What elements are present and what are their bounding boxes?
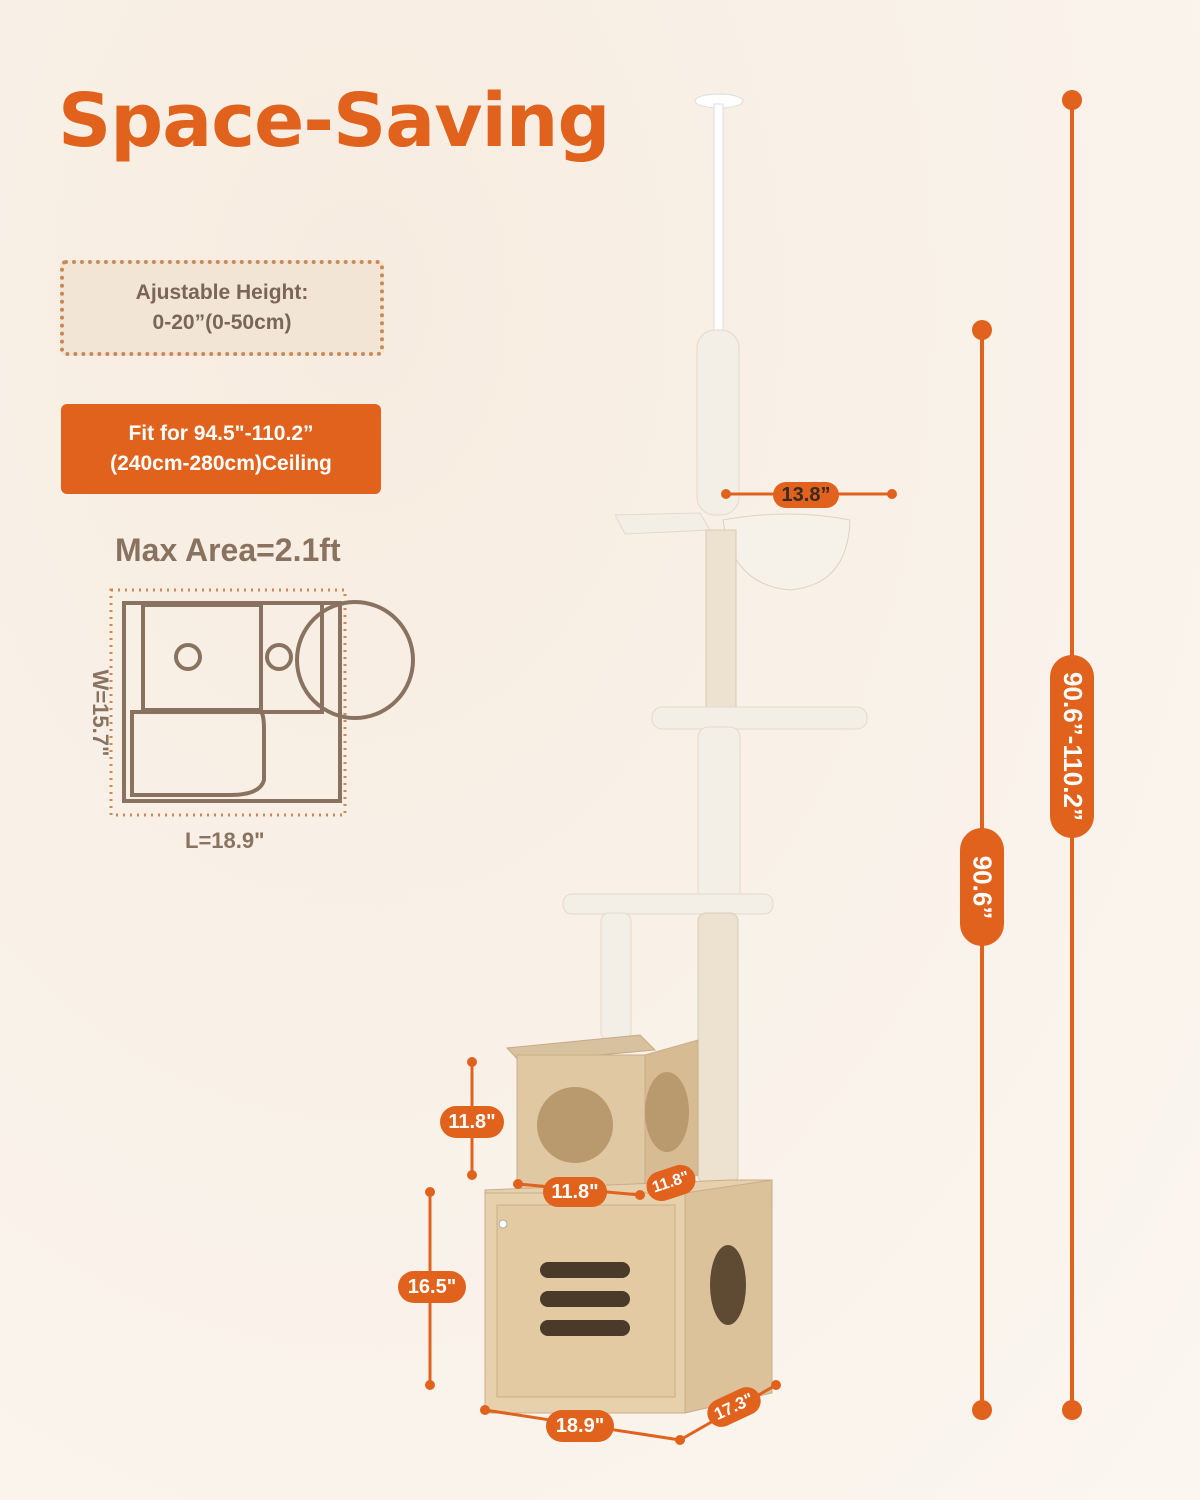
cabinet-height-top-dot: [425, 1187, 435, 1197]
condo-side-hole: [645, 1072, 689, 1152]
total-height-bottom-dot: [1062, 1400, 1082, 1420]
lower-platform: [562, 893, 774, 915]
total-height-label: 90.6”-110.2”: [1057, 672, 1088, 821]
area-length-label: L=18.9": [185, 828, 265, 853]
condo-width-left-dot: [513, 1179, 523, 1189]
adjustable-height-line2: 0-20”(0-50cm): [152, 311, 292, 334]
cabinet-length-left-dot: [480, 1405, 490, 1415]
adjustable-height-line1: Ajustable Height:: [135, 281, 309, 304]
cabinet-depth-top-dot: [771, 1380, 781, 1390]
top-post: [696, 329, 740, 516]
platform-left-dot: [721, 489, 731, 499]
condo-width-pill: 11.8": [543, 1177, 607, 1207]
max-area-title: Max Area=2.1ft: [115, 532, 341, 568]
top-platform: [614, 512, 711, 535]
condo-height-label: 11.8": [448, 1110, 496, 1133]
condo-depth-label: 11.8": [650, 1168, 692, 1197]
vent-slot-2: [540, 1291, 630, 1307]
condo-front-hole: [537, 1087, 613, 1163]
tension-rod: [713, 103, 724, 335]
cabinet-height-bottom-dot: [425, 1380, 435, 1390]
base-height-top-dot: [972, 320, 992, 340]
area-basket-circle: [295, 600, 415, 720]
platform-width-pill: 13.8”: [773, 482, 839, 508]
plush-post-left: [600, 912, 632, 1041]
cabinet-height-label: 16.5": [407, 1275, 457, 1298]
condo-height-bottom-dot: [467, 1170, 477, 1180]
vent-slot-3: [540, 1320, 630, 1336]
area-base-outline: [122, 601, 342, 803]
sisal-post-lower: [697, 912, 739, 1184]
total-height-top-dot: [1062, 90, 1082, 110]
area-dotted-outline: [109, 588, 347, 817]
vent-slot-1: [540, 1262, 630, 1278]
condo-width-label: 11.8": [551, 1180, 599, 1203]
plush-post: [697, 726, 741, 906]
base-height-bottom-dot: [972, 1400, 992, 1420]
condo-width-right-dot: [635, 1190, 645, 1200]
platform-right-dot: [887, 489, 897, 499]
adjustable-height-box: Ajustable Height: 0-20”(0-50cm): [60, 260, 384, 356]
total-height-pill: 90.6”-110.2”: [1050, 655, 1094, 838]
area-post-circle-2: [265, 643, 293, 671]
base-height-label: 90.6”: [967, 855, 998, 919]
page-title: Space-Saving: [58, 78, 610, 164]
cabinet-length-label: 18.9": [555, 1414, 605, 1437]
door-knob: [498, 1219, 508, 1229]
cabinet-length-pill: 18.9": [546, 1410, 614, 1442]
base-height-pill: 90.6”: [960, 828, 1004, 946]
ceiling-fit-line2: (240cm-280cm)Ceiling: [110, 452, 332, 475]
area-cabinet-outline: [130, 710, 266, 797]
condo-height-top-dot: [467, 1057, 477, 1067]
platform-width-label: 13.8”: [781, 483, 831, 506]
hammock-basket: [722, 513, 851, 591]
area-width-label: W=15.7": [88, 669, 113, 757]
area-condo-outline: [141, 603, 263, 712]
middle-platform: [651, 706, 868, 730]
area-post-circle-1: [174, 643, 202, 671]
sisal-post-upper: [705, 529, 737, 711]
ceiling-fit-box: Fit for 94.5"-110.2” (240cm-280cm)Ceilin…: [61, 404, 381, 494]
condo-height-pill: 11.8": [440, 1106, 504, 1138]
ceiling-fit-line1: Fit for 94.5"-110.2”: [128, 422, 314, 445]
area-right-panel: [262, 601, 324, 714]
cabinet-side-hole: [710, 1245, 746, 1325]
cabinet-height-pill: 16.5": [398, 1271, 466, 1303]
